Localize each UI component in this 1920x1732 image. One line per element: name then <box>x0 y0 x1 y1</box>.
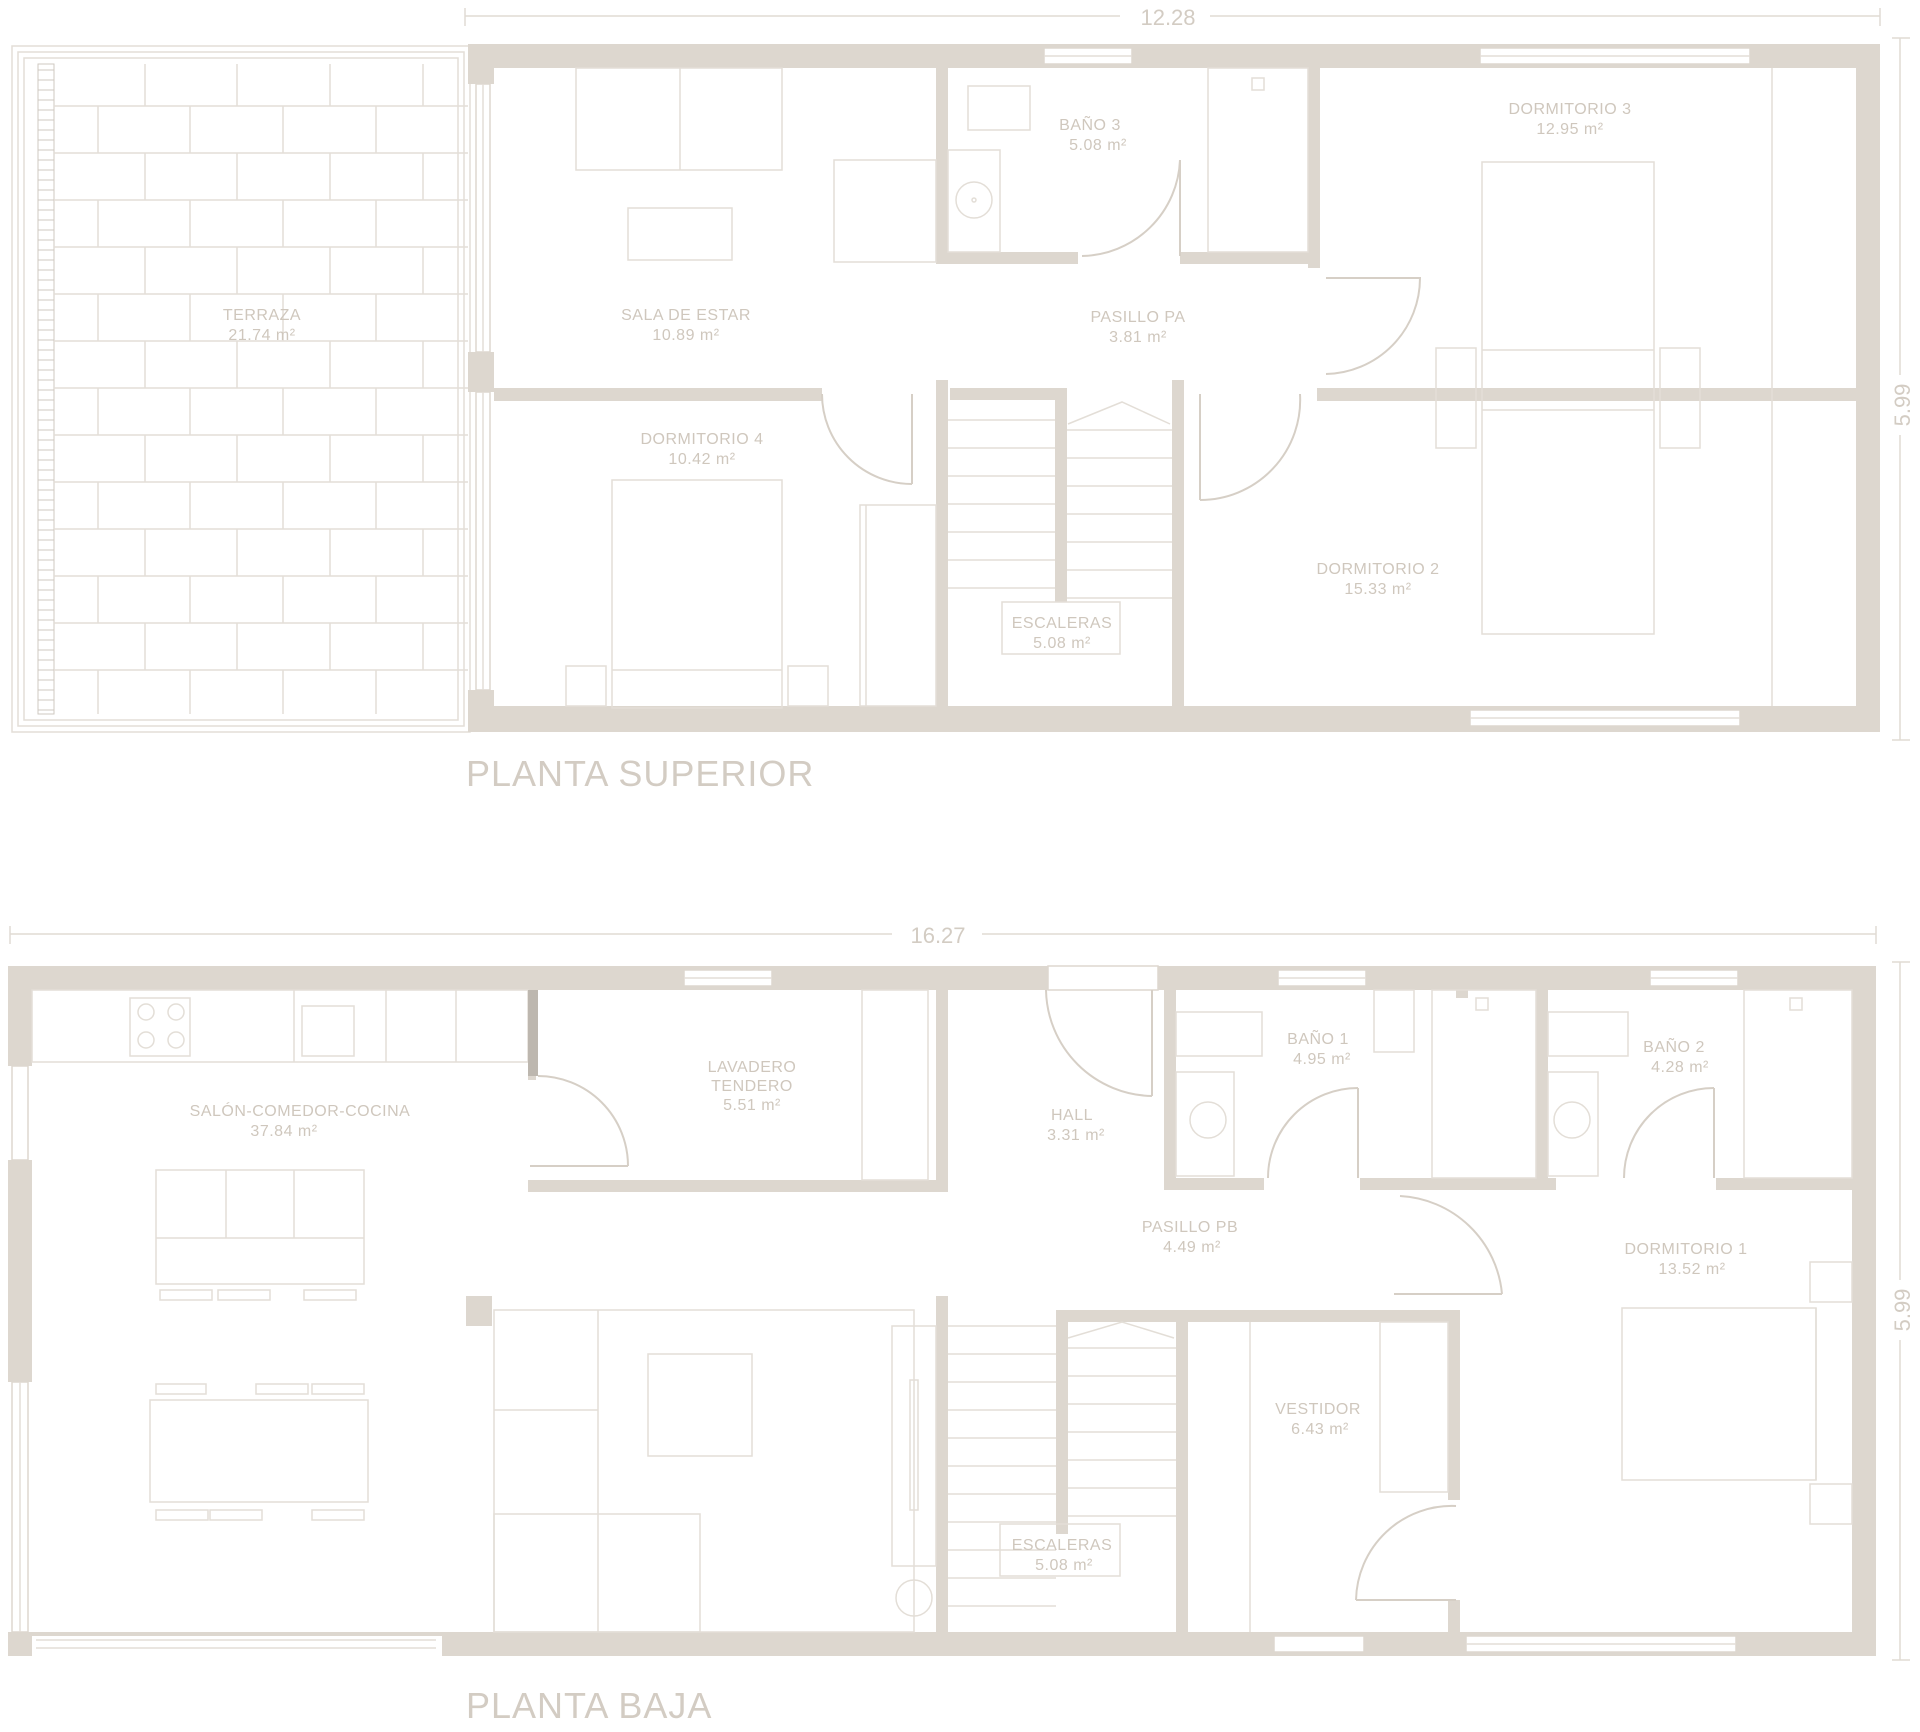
room-area-escaleras-pa: 5.08 m² <box>1033 635 1091 652</box>
room-name-bano-3: BAÑO 3 <box>1059 114 1121 134</box>
room-area-dormitorio-2: 15.33 m² <box>1344 581 1411 598</box>
room-name-lavadero: LAVADERO <box>708 1059 797 1076</box>
room-area-bano-3: 5.08 m² <box>1069 137 1127 154</box>
room-area-sala-de-estar: 10.89 m² <box>652 327 719 344</box>
room-name-escaleras-pb: ESCALERAS <box>1012 1537 1113 1554</box>
room-area-salon-comedor-cocina: 37.84 m² <box>250 1123 317 1140</box>
lower-dim-height: 5.99 <box>1888 961 1915 1661</box>
room-name-dormitorio-3: DORMITORIO 3 <box>1508 101 1631 118</box>
lower-height-label: 5.99 <box>1890 1289 1915 1332</box>
room-name-pasillo-pa: PASILLO PA <box>1090 309 1185 326</box>
room-area-terraza: 21.74 m² <box>228 327 295 344</box>
room-area-escaleras-pb: 5.08 m² <box>1035 1557 1093 1574</box>
room-area-bano-2: 4.28 m² <box>1651 1059 1709 1076</box>
room-name-dormitorio-4: DORMITORIO 4 <box>640 431 763 448</box>
room-name-dormitorio-2: DORMITORIO 2 <box>1316 561 1439 578</box>
room-name-bano-2: BAÑO 2 <box>1643 1036 1705 1056</box>
room-name-dormitorio-1: DORMITORIO 1 <box>1624 1241 1747 1258</box>
room-area-hall: 3.31 m² <box>1047 1127 1105 1144</box>
room-name-salon-comedor-cocina: SALÓN-COMEDOR-COCINA <box>190 1101 411 1120</box>
lower-windows <box>11 965 1739 1656</box>
room-name-vestidor: VESTIDOR <box>1275 1401 1361 1418</box>
room-area-dormitorio-1: 13.52 m² <box>1658 1261 1725 1278</box>
upper-dim-width: 12.28 <box>464 2 1881 30</box>
upper-dim-height: 5.99 <box>1888 37 1915 741</box>
upper-plan-title: PLANTA SUPERIOR <box>466 753 814 794</box>
lower-width-label: 16.27 <box>910 923 965 948</box>
upper-floor-plan: 12.28 5.99 <box>11 2 1915 794</box>
lower-floor-plan: 16.27 5.99 <box>8 920 1915 1726</box>
room-name-terraza: TERRAZA <box>223 307 301 324</box>
upper-windows <box>475 47 1773 727</box>
lower-room-labels: SALÓN-COMEDOR-COCINA 37.84 m² LAVADERO T… <box>190 1028 1747 1574</box>
upper-furniture <box>565 67 1701 709</box>
upper-width-label: 12.28 <box>1140 5 1195 30</box>
upper-room-labels: TERRAZA 21.74 m² SALA DE ESTAR 10.89 m² … <box>223 101 1631 652</box>
room-area-vestidor: 6.43 m² <box>1291 1421 1349 1438</box>
room-name-bano-1: BAÑO 1 <box>1287 1028 1349 1048</box>
room-name-escaleras-pa: ESCALERAS <box>1012 615 1113 632</box>
terrace-area <box>11 45 471 733</box>
room-area-pasillo-pb: 4.49 m² <box>1163 1239 1221 1256</box>
lower-furniture <box>31 989 1853 1633</box>
room-name-sala-de-estar: SALA DE ESTAR <box>621 307 751 324</box>
room-area-bano-1: 4.95 m² <box>1293 1051 1351 1068</box>
upper-height-label: 5.99 <box>1890 384 1915 427</box>
room-area-dormitorio-3: 12.95 m² <box>1536 121 1603 138</box>
room-name-pasillo-pb: PASILLO PB <box>1142 1219 1238 1236</box>
room-name2-lavadero: TENDERO <box>711 1078 793 1095</box>
upper-doors <box>821 159 1422 502</box>
room-area-dormitorio-4: 10.42 m² <box>668 451 735 468</box>
lower-dim-width: 16.27 <box>9 920 1877 948</box>
room-area-lavadero: 5.51 m² <box>723 1097 781 1114</box>
lower-doors <box>530 989 1715 1601</box>
lower-walls <box>8 966 1876 1656</box>
room-area-pasillo-pa: 3.81 m² <box>1109 329 1167 346</box>
lower-plan-title: PLANTA BAJA <box>466 1685 712 1726</box>
room-name-hall: HALL <box>1051 1107 1093 1124</box>
